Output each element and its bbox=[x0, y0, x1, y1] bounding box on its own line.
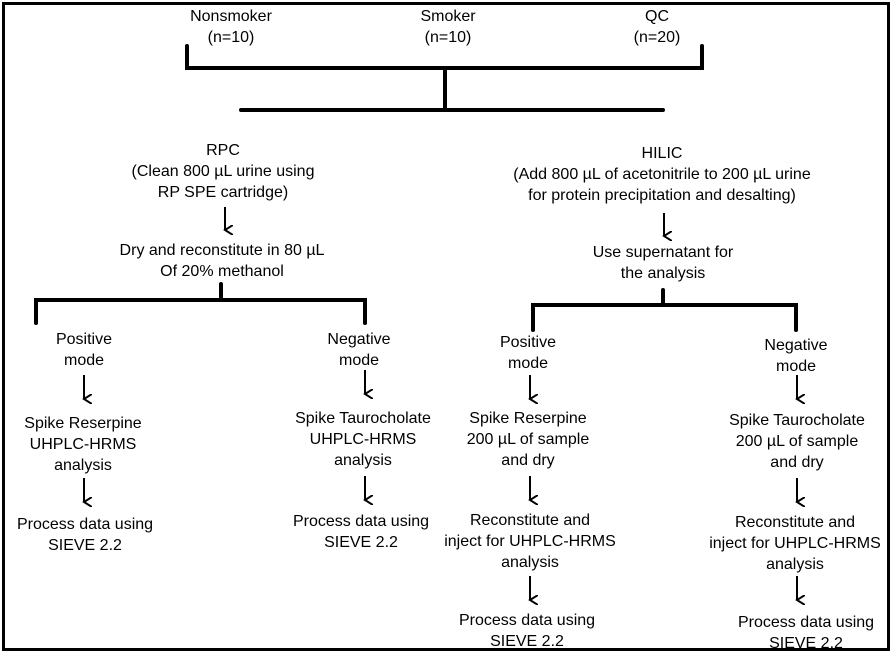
group-nonsmoker: Nonsmoker(n=10) bbox=[190, 8, 272, 46]
group-smoker: Smoker(n=10) bbox=[420, 8, 476, 46]
top-bracket bbox=[185, 44, 704, 70]
rpc-bracket bbox=[34, 282, 367, 325]
group-qc: QC(n=20) bbox=[633, 8, 681, 46]
hilic-header: HILIC(Add 800 µL of acetonitrile to 200 … bbox=[513, 145, 811, 204]
hilic-bracket bbox=[531, 288, 798, 332]
main-split bbox=[239, 93, 665, 112]
